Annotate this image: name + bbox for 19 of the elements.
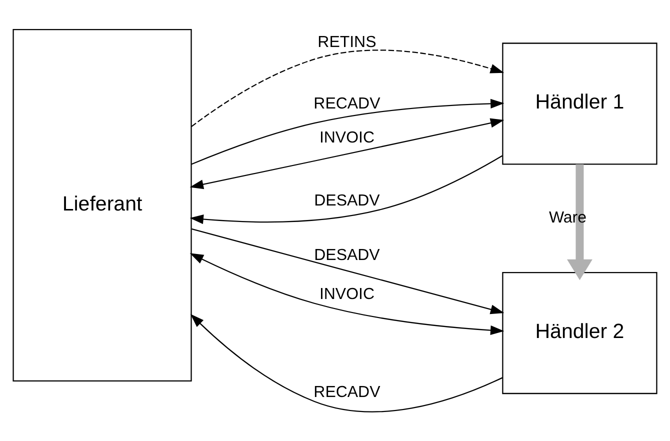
edge-label: RETINS [318,33,376,50]
arrow [191,49,504,126]
arrow [190,118,504,189]
arrow [190,154,503,224]
arrow [191,98,504,164]
arrow [190,252,504,335]
edge-label: INVOIC [319,129,374,146]
arrow [190,313,503,412]
edge-label: RECADV [314,384,380,401]
edge-label: RECADV [314,95,380,112]
edge-label: INVOIC [319,286,374,303]
node-box: Lieferant [12,28,192,382]
edge-label: DESADV [314,246,380,264]
arrow [567,164,592,280]
node-box: Händler 2 [502,272,658,394]
edge-label: DESADV [314,192,380,209]
edge-label: Ware [548,209,587,226]
node-box: Händler 1 [502,42,658,164]
arrow [192,228,504,314]
